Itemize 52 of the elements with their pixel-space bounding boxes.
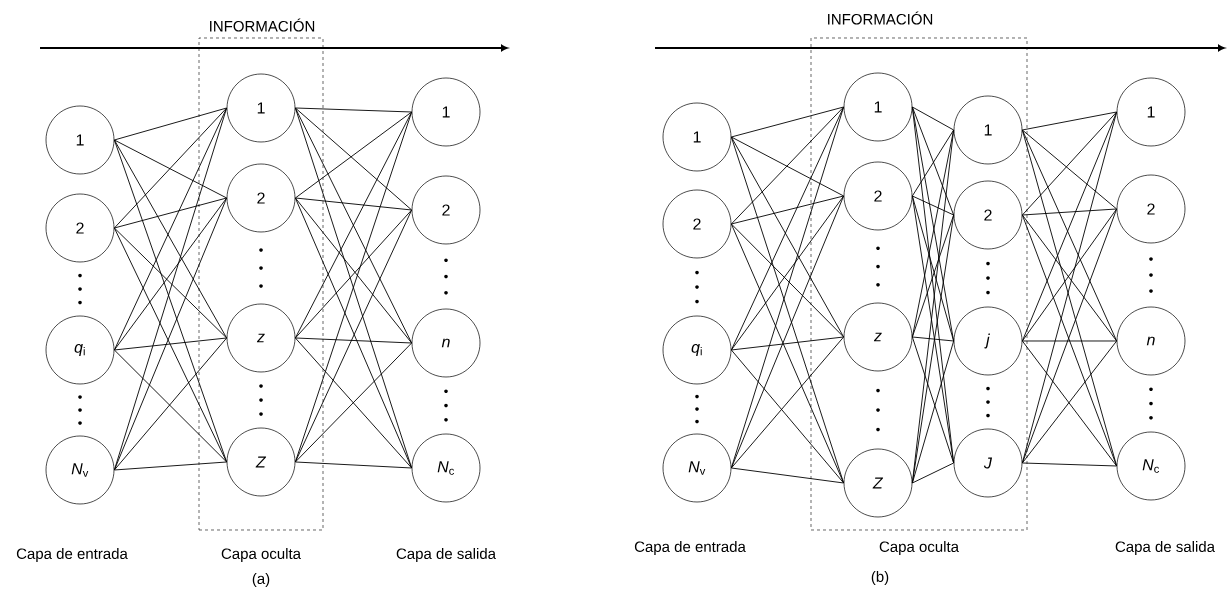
connection-line bbox=[1021, 111, 1118, 216]
connection-line bbox=[294, 461, 413, 469]
connection-line bbox=[1021, 111, 1118, 131]
connection-line bbox=[1021, 462, 1118, 467]
connection-line bbox=[911, 336, 955, 464]
connection-line bbox=[113, 227, 228, 339]
caption-text: INFORMACIÓN bbox=[828, 11, 933, 25]
connection-line bbox=[911, 106, 955, 131]
connection-line bbox=[294, 107, 413, 113]
connection-line bbox=[294, 107, 413, 211]
connection-line bbox=[1021, 340, 1118, 342]
connection-line bbox=[730, 336, 845, 351]
connection-line bbox=[113, 197, 228, 229]
connection-line bbox=[113, 107, 228, 351]
node-label: Capa oculta bbox=[879, 541, 960, 555]
caption-text: Capa de entrada bbox=[634, 541, 746, 555]
connection-line bbox=[294, 111, 413, 199]
caption-text: (a) bbox=[252, 573, 270, 587]
connection-line bbox=[294, 337, 413, 344]
node-label: Capa oculta bbox=[221, 548, 302, 562]
connection-line bbox=[911, 129, 955, 197]
connection-line bbox=[730, 195, 845, 351]
connection-line bbox=[911, 195, 955, 342]
caption-text: Capa de salida bbox=[396, 548, 496, 562]
connection-line bbox=[113, 107, 228, 141]
connection-line bbox=[730, 467, 845, 484]
connection-line bbox=[1021, 208, 1118, 216]
connection-line bbox=[113, 139, 228, 199]
connection-line bbox=[730, 136, 845, 197]
connection-line bbox=[911, 214, 955, 338]
connection-line bbox=[911, 340, 955, 484]
caption-text: Capa de entrada bbox=[16, 548, 128, 562]
connection-line bbox=[113, 337, 228, 351]
connection-line bbox=[1021, 129, 1118, 210]
connection-line bbox=[113, 197, 228, 351]
caption-text: INFORMACIÓN bbox=[210, 18, 315, 32]
connection-line bbox=[911, 462, 955, 484]
connection-line bbox=[730, 349, 845, 484]
connection-line bbox=[113, 139, 228, 339]
connection-line bbox=[730, 336, 845, 469]
connection-line bbox=[730, 195, 845, 225]
connection-line bbox=[911, 336, 955, 342]
caption-text: (b) bbox=[871, 571, 889, 585]
caption-text: Capa de salida bbox=[1115, 541, 1215, 555]
connection-line bbox=[730, 223, 845, 338]
connection-line bbox=[911, 195, 955, 216]
connection-line bbox=[911, 106, 955, 216]
connection-line bbox=[113, 461, 228, 471]
connection-line bbox=[730, 106, 845, 138]
connection-line bbox=[113, 107, 228, 229]
connection-line bbox=[294, 197, 413, 211]
connection-line bbox=[730, 106, 845, 225]
